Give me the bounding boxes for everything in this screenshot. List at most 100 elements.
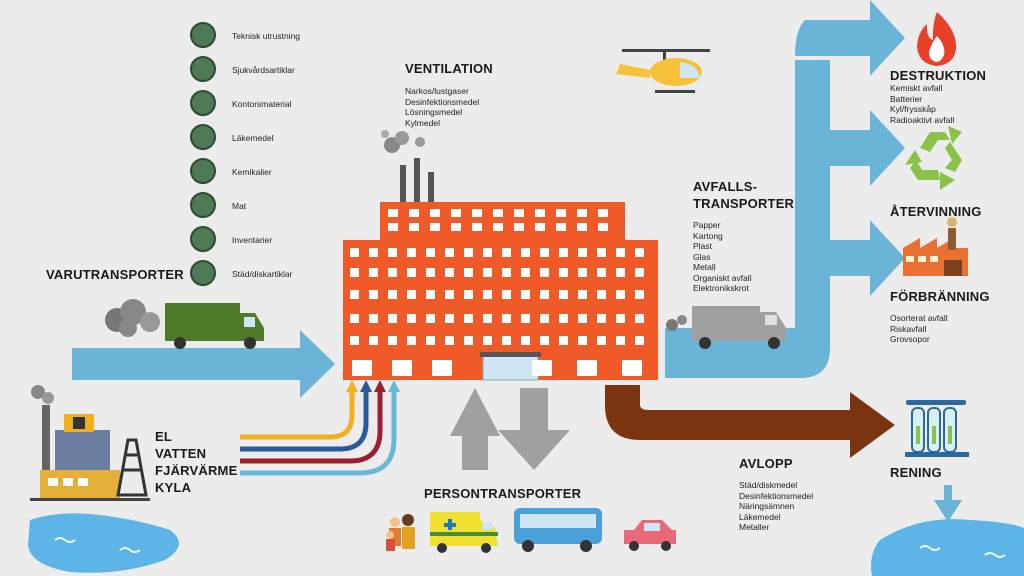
window [502,248,511,257]
window [502,336,511,345]
ventilation-item: Kylmedel [405,117,440,128]
helicopter-icon [616,49,710,93]
window [532,360,552,376]
window [426,314,435,323]
treatment-outflow-arrow [934,485,962,522]
factory-icon [903,217,968,276]
waste-item: Organiskt avfall [693,272,752,283]
goods-truck [105,299,264,349]
window [597,268,606,277]
window [521,314,530,323]
window [464,314,473,323]
sewage-item: Näringsämnen [739,501,795,511]
bus-icon [514,508,602,552]
family-icon [386,514,415,551]
window [493,223,503,231]
window [483,336,492,345]
window [521,248,530,257]
window [577,209,587,217]
window [451,209,461,217]
window [407,290,416,299]
window [559,290,568,299]
water-left [28,513,179,573]
window [559,268,568,277]
utility-label: VATTEN [155,446,207,461]
window [388,223,398,231]
recycling-title: ÅTERVINNING [890,204,982,219]
water-treatment-icon [905,400,969,457]
window [577,223,587,231]
window [502,290,511,299]
window [350,290,359,299]
window [445,336,454,345]
fire-icon [917,12,957,66]
window [445,314,454,323]
window [597,290,606,299]
window [388,268,397,277]
supply-label: Inventarier [232,235,273,245]
window [502,314,511,323]
window [350,336,359,345]
incineration-item: Osorterat avfall [890,313,948,323]
hospital-building [343,130,658,381]
supply-label: Städ/diskartiklar [232,269,293,279]
window [464,290,473,299]
bandage-icon [190,56,216,82]
window [514,223,524,231]
incineration-item: Grovsopor [890,334,930,344]
window [430,209,440,217]
window [578,336,587,345]
window [350,268,359,277]
window [598,223,608,231]
supply-label: Kemikalier [232,167,272,177]
window [483,314,492,323]
utility-lines [240,380,400,476]
waste-item: Glas [693,251,711,262]
window [616,268,625,277]
window [472,223,482,231]
car-icon [624,520,676,551]
window [535,209,545,217]
window [616,314,625,323]
window [540,290,549,299]
window [426,336,435,345]
waste-item: Metall [693,262,716,272]
pills-icon [190,124,216,150]
goods-transport-title: VARUTRANSPORTER [46,267,184,282]
window [559,336,568,345]
sewage-item: Metaller [739,522,770,532]
window [472,209,482,217]
window [635,336,644,345]
utility-label: FJÄRVÄRME [155,463,238,478]
paperclip-icon [190,90,216,116]
window [445,268,454,277]
window [635,314,644,323]
window [430,223,440,231]
window [556,223,566,231]
waste-item: Kartong [693,230,723,241]
window [635,248,644,257]
window [464,336,473,345]
chemicals-icon [190,158,216,184]
ambulance-icon [430,512,498,553]
window [352,360,372,376]
destruction-title: DESTRUKTION [890,68,987,83]
ventilation-list: Narkos/lustgaser Desinfektionsmedel Lösn… [405,86,479,128]
person-arrows [450,388,570,470]
window [540,248,549,257]
waste-item: Papper [693,220,721,230]
sewage-list: Städ/diskmedel Desinfektionsmedel Näring… [739,480,813,533]
window [616,290,625,299]
ventilation-title: VENTILATION [405,61,493,76]
ventilation-item: Lösningsmedel [405,107,463,117]
window [445,290,454,299]
window [493,209,503,217]
window [388,314,397,323]
water-right [871,519,1024,576]
window [409,223,419,231]
window [483,268,492,277]
window [407,336,416,345]
destruction-item: Batterier [890,93,923,104]
window [407,268,416,277]
